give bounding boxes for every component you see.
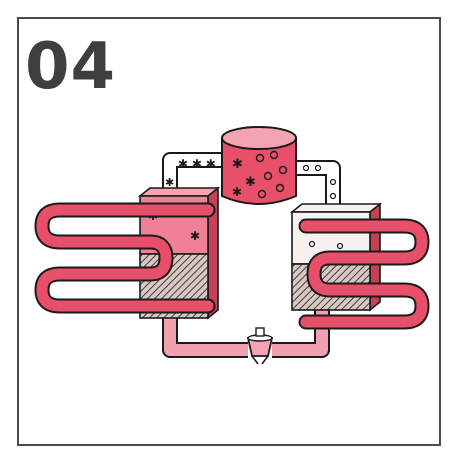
svg-text:✱ ✱ ✱: ✱ ✱ ✱	[178, 157, 216, 171]
svg-text:✱: ✱	[232, 157, 243, 172]
svg-text:✱: ✱	[245, 175, 256, 190]
compressor-icon: ✱ ✱ ✱	[222, 127, 296, 204]
expansion-valve-icon	[248, 328, 272, 364]
svg-text:✱: ✱	[190, 229, 200, 243]
svg-text:✱: ✱	[232, 185, 242, 199]
svg-text:✱: ✱	[165, 176, 174, 189]
